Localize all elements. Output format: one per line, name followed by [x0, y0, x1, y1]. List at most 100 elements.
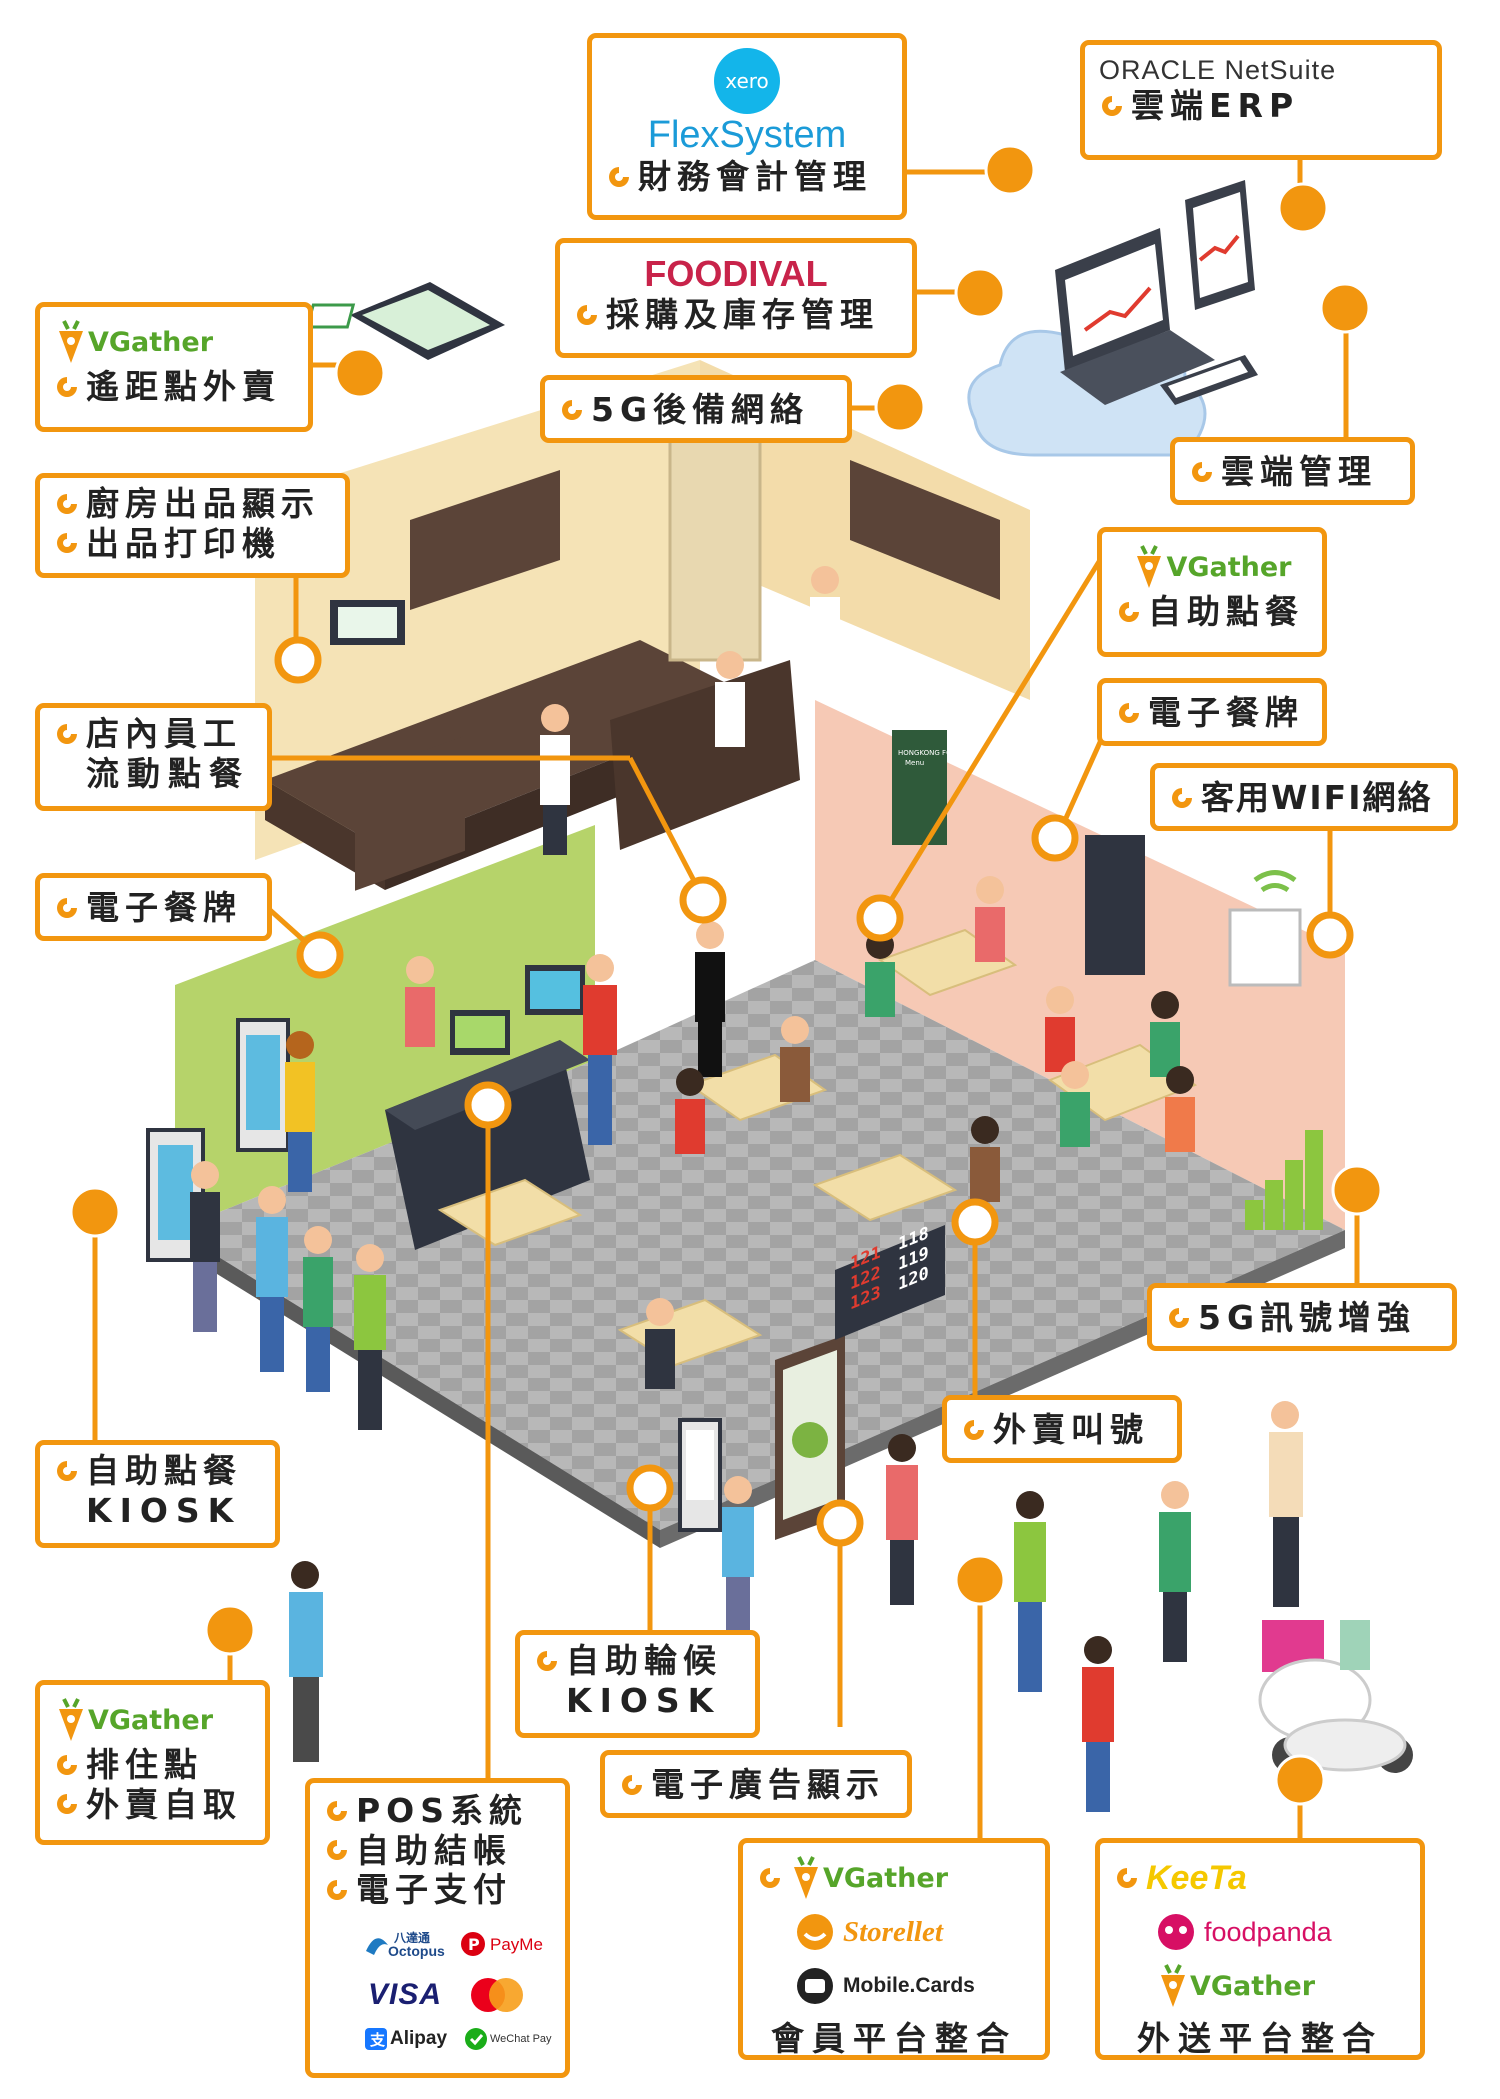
orange-bullet-icon	[327, 1879, 347, 1900]
xero-logo: xero	[714, 48, 780, 114]
person	[970, 1116, 1000, 1202]
cloud-mgmt-label: 雲端管理	[1221, 452, 1377, 491]
staff-order-label-1: 店內員工	[86, 714, 242, 753]
kitchen-display-box: 廚房出品顯示 出品打印機	[35, 473, 350, 578]
person	[1165, 1066, 1195, 1152]
vgather-logo: VGather	[88, 326, 214, 358]
person	[886, 1434, 918, 1605]
mobilecards-text: Mobile.Cards	[843, 1974, 975, 1997]
signal-5g-box: 5G訊號增強	[1147, 1283, 1457, 1351]
orange-bullet-icon	[622, 1774, 642, 1795]
octopus-logo-icon	[366, 1938, 388, 1955]
orange-bullet-icon	[1119, 601, 1139, 622]
octopus-cn-text: 八達通	[394, 1931, 431, 1945]
orange-bullet-icon	[1169, 1307, 1189, 1328]
takeaway-call-label: 外賣叫號	[993, 1410, 1149, 1449]
alipay-text: Alipay	[390, 2028, 448, 2049]
accounting-label: 財務會計管理	[638, 157, 872, 196]
pos-payment-box: POS系統 自助結帳 電子支付 八達通 Octopus P PayMe VISA…	[305, 1778, 570, 2078]
queue-pickup-box: VGather 排住點 外賣自取	[35, 1680, 270, 1845]
shelf-left	[410, 470, 560, 610]
person	[1082, 1636, 1114, 1812]
menu-title-text: HONGKONG FOOD	[898, 749, 962, 757]
wifi-icon	[1253, 870, 1297, 893]
orange-bullet-icon	[1119, 702, 1139, 723]
shelf-right	[850, 460, 1000, 600]
person	[1269, 1401, 1303, 1607]
emenu-right-label: 電子餐牌	[1148, 693, 1304, 732]
person	[354, 1244, 386, 1430]
mobilecards-logo-icon	[797, 1968, 833, 2004]
delivery-integration-label: 外送平台整合	[1137, 2019, 1383, 2058]
delivery-scooter	[1258, 1620, 1413, 1773]
delivery-integration-box: KeeTa foodpanda VGather 外送平台整合	[1095, 1838, 1425, 2060]
connector-dots	[69, 144, 1383, 1806]
wechatpay-logo-icon	[465, 2028, 487, 2050]
orange-bullet-icon	[537, 1650, 557, 1671]
orange-bullet-icon	[577, 304, 597, 325]
person	[540, 704, 570, 855]
kitchen-printer-label: 出品打印機	[86, 523, 281, 563]
person	[303, 1226, 333, 1392]
accounting-box: xero FlexSystem 財務會計管理	[587, 33, 907, 220]
emenu-left-label: 電子餐牌	[86, 888, 242, 927]
wifi-router	[1228, 908, 1302, 987]
number-display	[835, 1225, 945, 1340]
epayment-label: 電子支付	[356, 1870, 512, 1910]
vgather-carrot-icon	[59, 320, 83, 363]
procurement-label: 採購及庫存管理	[606, 295, 879, 334]
orange-bullet-icon	[57, 723, 77, 744]
person	[1045, 986, 1075, 1072]
vgather-carrot-icon	[1137, 545, 1162, 588]
person	[715, 651, 745, 747]
person	[405, 956, 435, 1047]
digital-signage-box: 電子廣告顯示	[600, 1750, 912, 1818]
storellet-text: Storellet	[843, 1915, 943, 1948]
mastercard-logo-icon	[471, 1978, 523, 2012]
person	[285, 1031, 315, 1192]
floor-edge	[175, 1230, 660, 1548]
person	[583, 954, 617, 1145]
orange-bullet-icon	[1102, 95, 1122, 116]
svg-text:P: P	[468, 1935, 480, 1954]
member-integration-box: VGather Storellet Mobile.Cards 會員平台整合	[738, 1838, 1050, 2060]
vgather-logo: VGather	[1190, 1970, 1316, 2002]
takeaway-call-box: 外賣叫號	[942, 1395, 1182, 1463]
orange-bullet-icon	[609, 166, 629, 187]
digital-signage-label: 電子廣告顯示	[651, 1765, 885, 1804]
vgather-logo: VGather	[88, 1704, 214, 1736]
people	[190, 566, 1303, 1812]
staff-order-box: 店內員工 流動點餐	[35, 703, 272, 811]
orange-bullet-icon	[1172, 787, 1192, 808]
vgather-carrot-icon	[794, 1856, 818, 1899]
prep-counter	[610, 660, 800, 850]
emenu-right-box: 電子餐牌	[1097, 678, 1327, 746]
person	[675, 1068, 705, 1154]
guest-wifi-box: 客用WIFI網絡	[1150, 763, 1458, 831]
signal-bars-icon	[1245, 1130, 1323, 1230]
person	[865, 931, 895, 1017]
menu-sub-text: Menu	[905, 759, 924, 767]
backup-5g-label: 5G後備網絡	[591, 390, 810, 429]
tablet-icon	[1185, 180, 1255, 310]
payme-logo-icon: P	[461, 1932, 485, 1956]
floor	[175, 960, 1345, 1530]
keeta-logo: KeeTa	[1146, 1858, 1247, 1897]
person	[645, 1298, 675, 1389]
fridge	[668, 428, 762, 662]
digital-menu-panel-1	[892, 730, 947, 845]
pickup-label: 外賣自取	[86, 1784, 242, 1824]
kds-label: 廚房出品顯示	[86, 484, 320, 523]
person	[190, 1161, 220, 1332]
flexsystem-logo: FlexSystem	[647, 114, 847, 156]
orange-bullet-icon	[57, 897, 77, 918]
octopus-text: Octopus	[388, 1943, 445, 1959]
staff-order-label-2: 流動點餐	[86, 753, 250, 793]
orange-bullet-icon	[327, 1840, 347, 1861]
cloud-mgmt-box: 雲端管理	[1170, 437, 1415, 505]
laptop-icon	[1055, 228, 1215, 405]
emenu-left-box: 電子餐牌	[35, 873, 272, 941]
vgather-logo: VGather	[1166, 551, 1292, 583]
orange-bullet-icon	[1192, 461, 1212, 482]
